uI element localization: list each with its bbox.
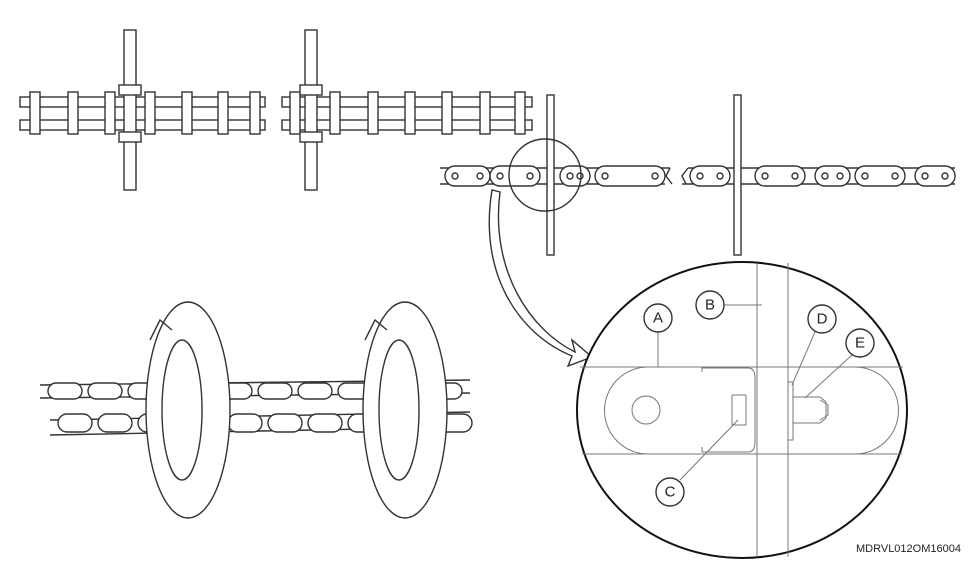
chain-roller	[67, 91, 79, 135]
paddle-plate-top-right	[304, 29, 318, 191]
top-view-chain-left	[19, 29, 266, 191]
chain-link	[57, 413, 93, 433]
chain-link	[87, 382, 123, 400]
chain-link	[914, 165, 956, 187]
link-pin	[601, 172, 609, 180]
magnifier-circle	[508, 138, 582, 212]
svg-text:E: E	[855, 335, 865, 352]
chain-roller	[329, 91, 341, 135]
chain-link	[97, 413, 133, 433]
link-pin	[861, 172, 869, 180]
chain-link	[297, 382, 333, 400]
chain-roller	[29, 91, 41, 135]
nut	[792, 396, 829, 424]
chain-link	[307, 413, 343, 433]
chain-link	[814, 165, 851, 187]
callout-c: C	[655, 477, 685, 507]
chain-link	[227, 413, 263, 433]
isometric-chain	[39, 301, 473, 519]
paddle-plate-top-left	[123, 29, 137, 191]
chain-roller	[104, 91, 116, 135]
paddle-disk-left	[145, 301, 231, 519]
side-view-chain	[440, 94, 956, 256]
chain-roller	[217, 91, 229, 135]
link-pin	[476, 172, 484, 180]
link-pin	[566, 172, 574, 180]
chain-roller	[144, 91, 156, 135]
detail-view: A B C D E	[576, 261, 908, 559]
link-pin	[921, 172, 929, 180]
chain-link	[257, 382, 293, 400]
link-pin	[651, 172, 659, 180]
link-pin	[761, 172, 769, 180]
chain-roller	[404, 91, 416, 135]
chain-link	[754, 165, 806, 187]
link-pin	[941, 172, 949, 180]
chain-link	[594, 165, 666, 187]
chain-roller	[514, 91, 526, 135]
link-pin	[496, 172, 504, 180]
link-pin	[576, 172, 584, 180]
link-pin	[821, 172, 829, 180]
link-pin	[836, 172, 844, 180]
callout-e: E	[845, 328, 875, 358]
link-pin	[451, 172, 459, 180]
chain-roller	[249, 91, 261, 135]
callout-d: D	[807, 304, 837, 334]
bracket	[701, 367, 756, 453]
chain-roller	[479, 91, 491, 135]
paddle-disk-right	[362, 301, 448, 519]
link-pin	[696, 172, 704, 180]
chain-roller	[181, 91, 193, 135]
chain-link	[47, 382, 83, 400]
chain-link	[489, 165, 541, 187]
svg-text:B: B	[705, 297, 715, 314]
chain-link	[854, 165, 906, 187]
svg-text:C: C	[665, 484, 676, 501]
chain-link	[559, 165, 591, 187]
link-pin	[791, 172, 799, 180]
svg-text:D: D	[817, 311, 828, 328]
link-pin	[526, 172, 534, 180]
paddle-plate-side-1	[546, 94, 555, 256]
chain-link	[604, 366, 757, 455]
top-view-chain-right	[281, 29, 533, 191]
chain-roller	[367, 91, 379, 135]
chain-link	[267, 413, 303, 433]
link-pin	[716, 172, 724, 180]
paddle-plate-side-2	[733, 94, 742, 256]
chain-roller	[441, 91, 453, 135]
detail-arrow	[488, 189, 594, 368]
link-hole	[631, 395, 661, 425]
chain-roller	[289, 91, 301, 135]
callout-b: B	[695, 290, 725, 320]
chain-link	[689, 165, 731, 187]
link-pin	[891, 172, 899, 180]
figure-code: MDRVL012OM16004	[856, 543, 961, 555]
callout-a: A	[643, 303, 673, 333]
svg-text:A: A	[653, 310, 663, 327]
